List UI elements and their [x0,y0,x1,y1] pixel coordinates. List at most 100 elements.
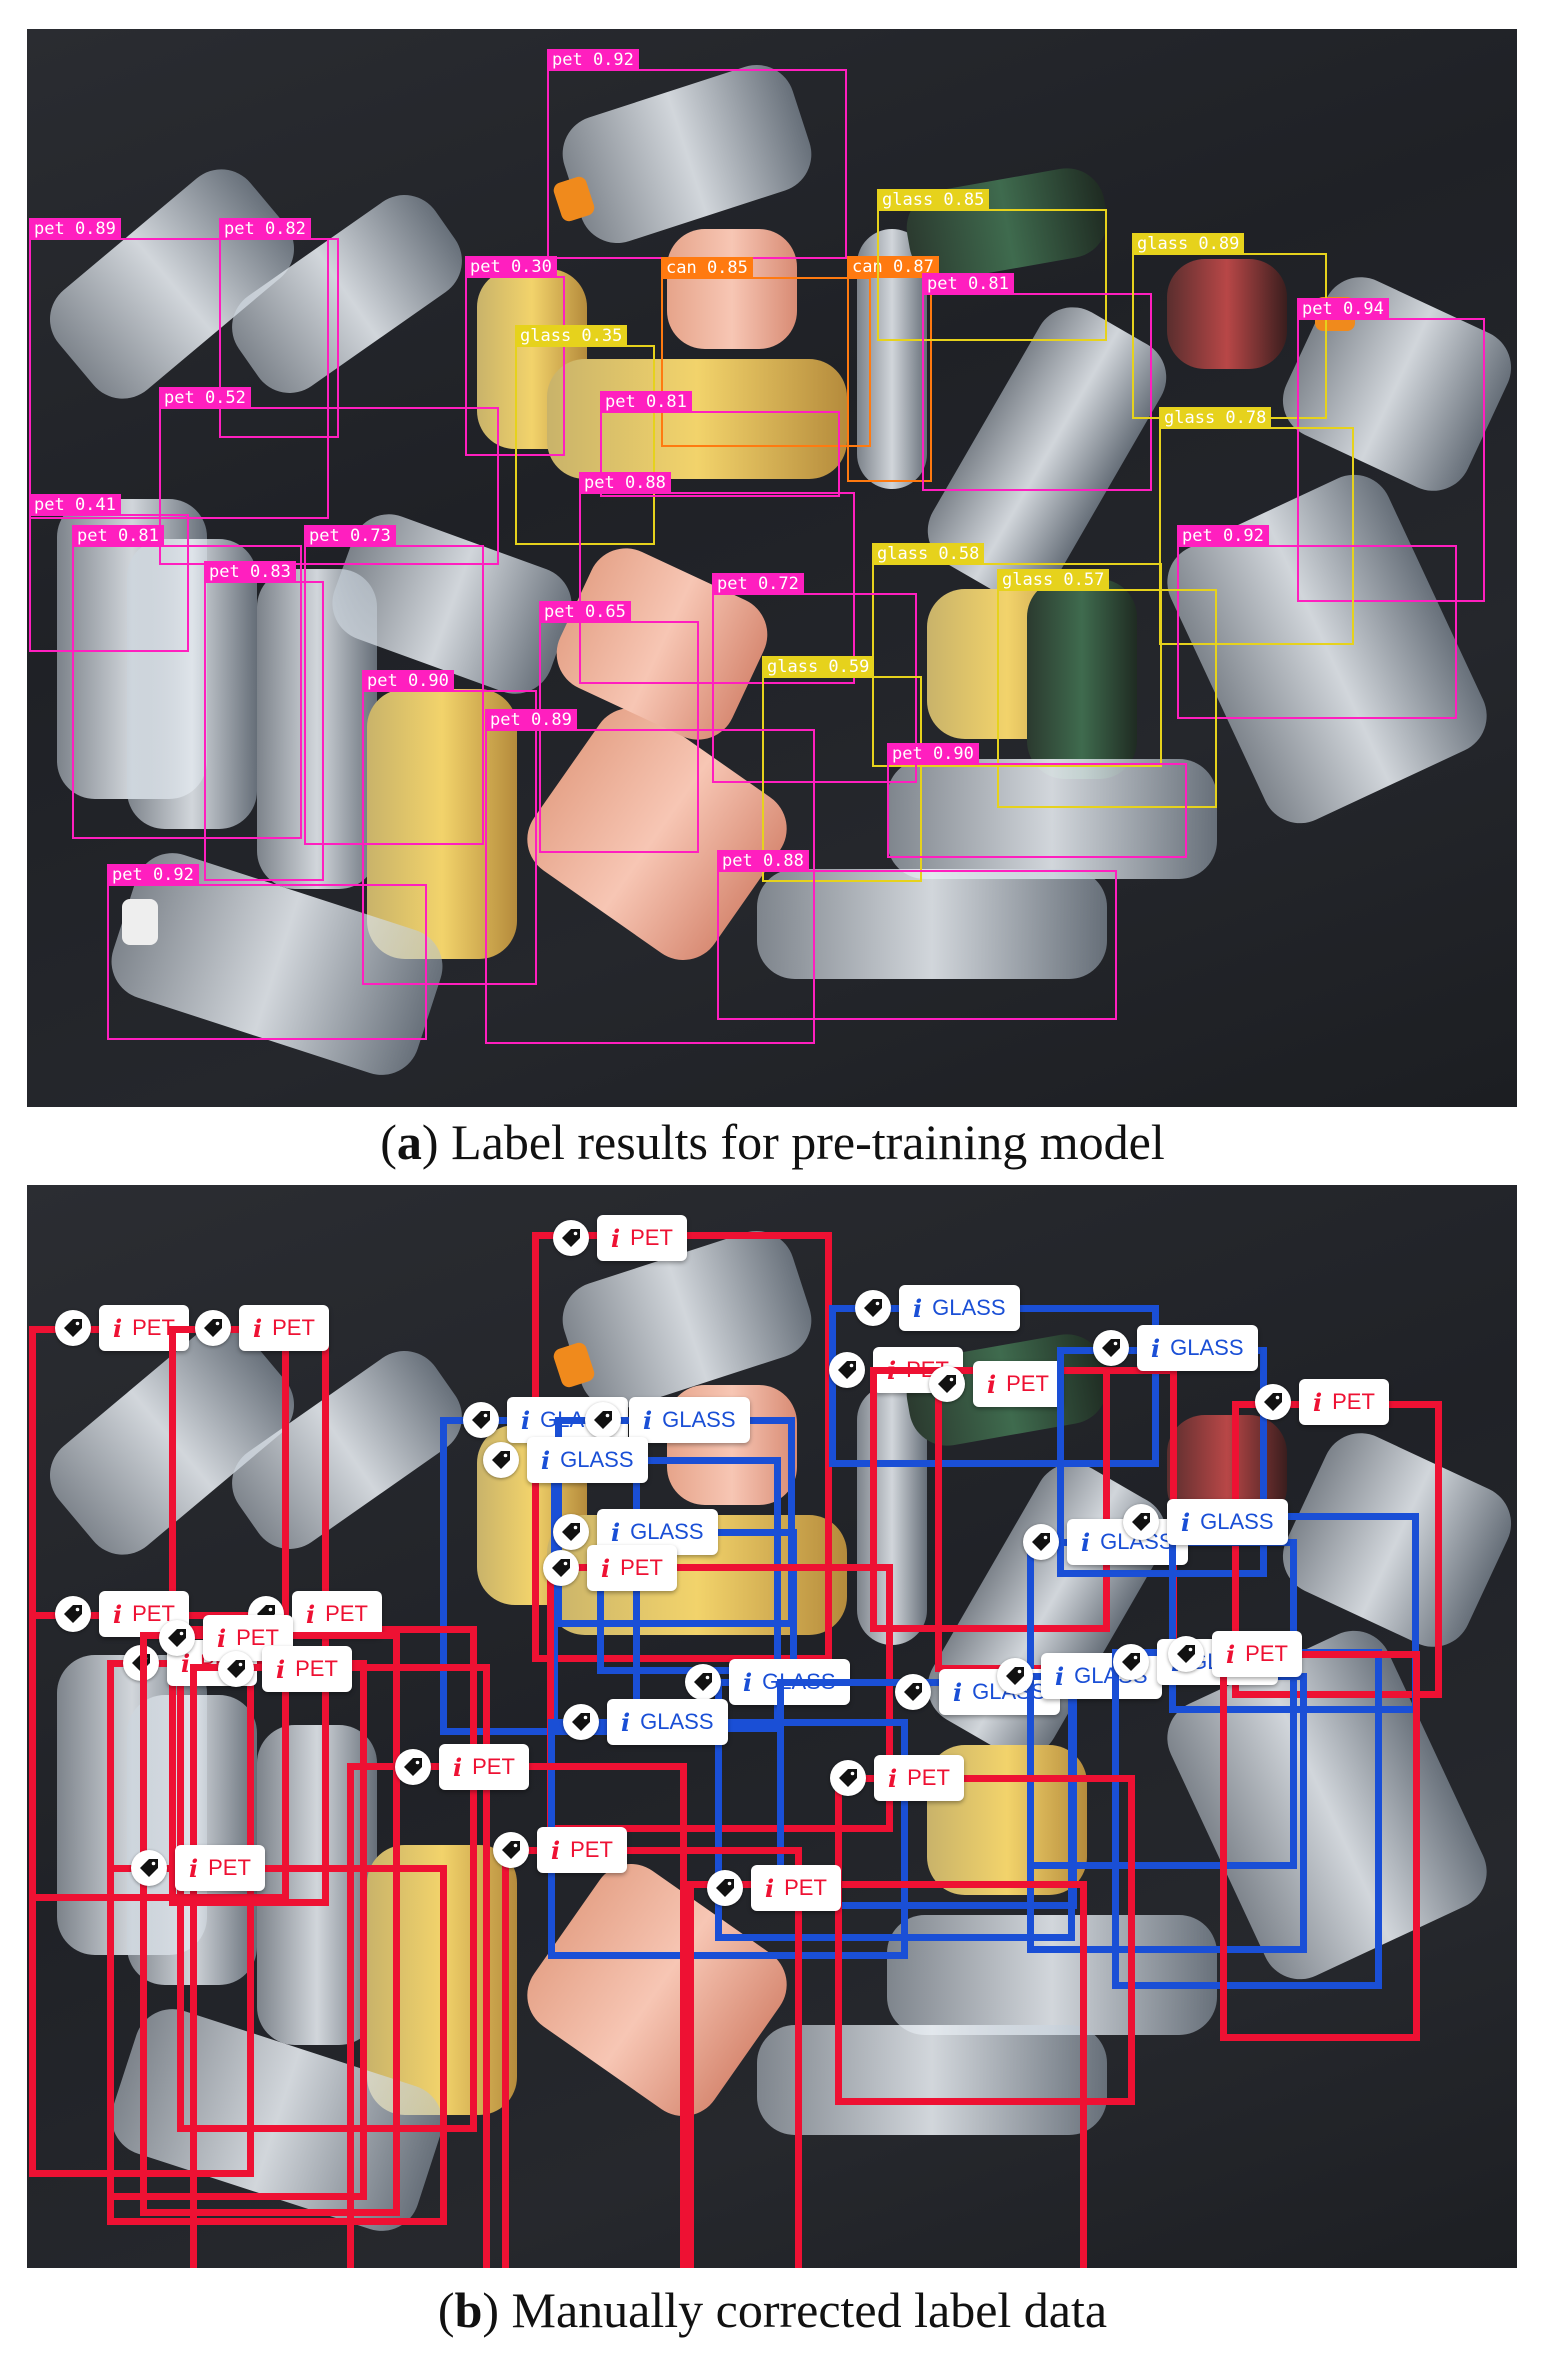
tag-icon[interactable] [463,1402,499,1438]
info-icon: i [113,1313,123,1343]
detection-box-pet: pet 0.90 [362,670,537,985]
detection-box-glass: glass 0.85 [877,189,1107,341]
annotation-label: PET [208,1855,251,1880]
tag-icon[interactable] [563,1704,599,1740]
caption-b: (b) Manually corrected label data [437,2282,1108,2338]
annotation-box-pet[interactable] [107,1865,447,2225]
tag-icon[interactable] [395,1749,431,1785]
tag-icon[interactable] [553,1514,589,1550]
tag-icon[interactable] [543,1550,579,1586]
tag-icon[interactable] [553,1220,589,1256]
detection-label: pet 0.81 [600,391,692,413]
annotation-box-pet[interactable] [1220,1651,1420,2041]
tag-icon[interactable] [218,1651,254,1687]
detection-box-pet: pet 0.90 [887,743,1187,858]
detection-box-pet: pet 0.83 [204,561,324,881]
tag-icon[interactable] [685,1664,721,1700]
annotation-label: GLASS [932,1295,1006,1320]
detection-label: glass 0.85 [877,189,990,211]
info-icon: i [611,1223,621,1253]
annotation-label: PET [272,1315,315,1340]
detection-label: glass 0.89 [1132,233,1245,255]
detection-label: pet 0.41 [29,494,121,516]
annotation-chip-glass[interactable]: i GLASS [899,1285,1020,1331]
detection-label: pet 0.73 [304,525,396,547]
info-icon: i [611,1517,621,1547]
tag-icon[interactable] [55,1596,91,1632]
caption-a: (a) Label results for pre-training model [380,1114,1165,1170]
tag-icon[interactable] [483,1442,519,1478]
tag-icon[interactable] [1113,1644,1149,1680]
info-icon: i [217,1623,227,1653]
annotation-label: GLASS [1200,1509,1274,1534]
detection-box-pet: pet 0.92 [1177,525,1457,719]
tag-icon[interactable] [830,1760,866,1796]
info-icon: i [743,1667,753,1697]
tag-icon[interactable] [159,1620,195,1656]
detection-box-glass: glass 0.58 [872,543,1162,767]
detection-label: glass 0.57 [997,569,1110,591]
detection-box-pet: pet 0.88 [717,850,1117,1020]
detection-box-pet: pet 0.81 [72,525,302,839]
tag-icon[interactable] [1023,1524,1059,1560]
tag-icon[interactable] [585,1402,621,1438]
annotation-label: PET [784,1875,827,1900]
info-icon: i [987,1369,997,1399]
tag-icon[interactable] [195,1310,231,1346]
annotation-label: PET [325,1601,368,1626]
annotation-box-pet[interactable] [687,1881,1087,2268]
annotation-box-pet[interactable] [502,1847,802,2268]
tag-icon[interactable] [1093,1330,1129,1366]
annotation-box-glass[interactable] [1169,1513,1419,1713]
tag-icon[interactable] [55,1310,91,1346]
detection-label: glass 0.58 [872,543,985,565]
detection-box-pet: pet 0.73 [304,525,484,845]
tag-icon[interactable] [997,1658,1033,1694]
tag-icon[interactable] [895,1674,931,1710]
detection-box-pet: pet 0.92 [547,49,847,259]
detection-label: glass 0.78 [1159,407,1272,429]
annotation-label: PET [132,1315,175,1340]
detection-label: pet 0.92 [107,864,199,886]
detection-label: can 0.87 [847,256,939,278]
tag-icon[interactable] [1123,1504,1159,1540]
annotation-label: PET [1006,1371,1049,1396]
annotation-chip-pet[interactable]: i PET [973,1361,1063,1407]
tag-icon[interactable] [1255,1384,1291,1420]
tag-icon[interactable] [707,1870,743,1906]
tag-icon[interactable] [929,1366,965,1402]
detection-box-pet: pet 0.41 [29,494,189,652]
info-icon: i [453,1752,463,1782]
tag-icon[interactable] [493,1832,529,1868]
info-icon: i [913,1293,923,1323]
tag-icon[interactable] [829,1352,865,1388]
tag-icon[interactable] [131,1850,167,1886]
annotation-label: GLASS [560,1447,634,1472]
annotation-label: GLASS [1170,1335,1244,1360]
tag-icon[interactable] [1168,1636,1204,1672]
tag-icon[interactable] [855,1290,891,1326]
annotation-box-pet[interactable] [835,1775,1135,2105]
info-icon: i [1081,1527,1091,1557]
info-icon: i [888,1763,898,1793]
detection-box-glass: glass 0.59 [762,656,922,882]
